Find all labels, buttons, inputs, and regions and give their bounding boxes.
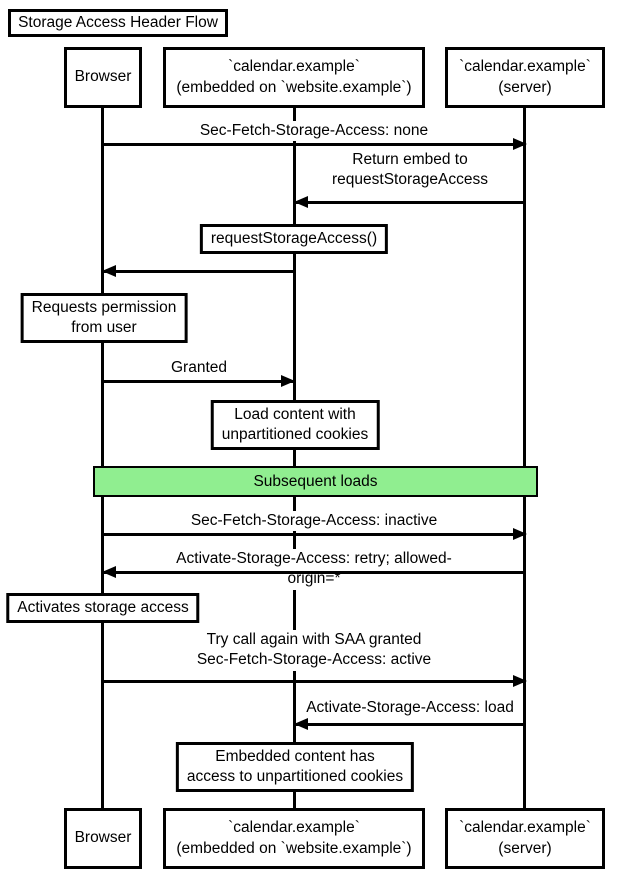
participant-embed-bottom: `calendar.example` (embedded on `website… xyxy=(163,808,425,869)
message-arrow-1 xyxy=(294,196,525,208)
message-label-0: Sec-Fetch-Storage-Access: none xyxy=(196,121,432,142)
lifeline-embed xyxy=(293,107,296,808)
note-request-storage-access: requestStorageAccess() xyxy=(199,224,389,254)
note-load-content: Load content with unpartitioned cookies xyxy=(210,400,380,450)
participant-embed-top: `calendar.example` (embedded on `website… xyxy=(163,47,425,108)
message-arrow-5 xyxy=(102,566,525,578)
arrowhead-left-icon xyxy=(294,718,308,730)
message-label-7: Activate-Storage-Access: load xyxy=(303,698,517,719)
message-arrow-4 xyxy=(103,528,527,540)
arrowhead-left-icon xyxy=(102,265,116,277)
arrowhead-right-icon xyxy=(513,675,527,687)
participant-browser-top: Browser xyxy=(64,47,142,108)
diagram-title: Storage Access Header Flow xyxy=(8,9,228,37)
note-embedded-content-access: Embedded content has access to unpartiti… xyxy=(175,742,415,792)
message-label-1: Return embed to requestStorageAccess xyxy=(329,150,491,191)
message-arrow-0 xyxy=(103,138,527,150)
message-arrow-3 xyxy=(103,375,295,387)
message-arrow-2 xyxy=(102,265,295,277)
arrowhead-left-icon xyxy=(294,196,308,208)
note-activates-storage-access: Activates storage access xyxy=(6,593,200,623)
participant-server-top: `calendar.example` (server) xyxy=(445,47,605,108)
message-label-6: Try call again with SAA granted Sec-Fetc… xyxy=(193,630,435,671)
message-arrow-7 xyxy=(294,718,525,730)
message-label-4: Sec-Fetch-Storage-Access: inactive xyxy=(187,511,441,532)
section-banner: Subsequent loads xyxy=(93,466,538,497)
arrowhead-right-icon xyxy=(513,528,527,540)
lifeline-browser xyxy=(101,107,104,808)
message-arrow-6 xyxy=(103,675,527,687)
note-requests-permission: Requests permission from user xyxy=(20,293,188,343)
message-label-3: Granted xyxy=(167,358,231,379)
participant-server-bottom: `calendar.example` (server) xyxy=(445,808,605,869)
arrowhead-right-icon xyxy=(513,138,527,150)
arrowhead-left-icon xyxy=(102,566,116,578)
arrowhead-right-icon xyxy=(281,375,295,387)
lifeline-server xyxy=(523,107,526,808)
participant-browser-bottom: Browser xyxy=(64,808,142,869)
message-label-5: Activate-Storage-Access: retry; allowed-… xyxy=(153,549,475,590)
